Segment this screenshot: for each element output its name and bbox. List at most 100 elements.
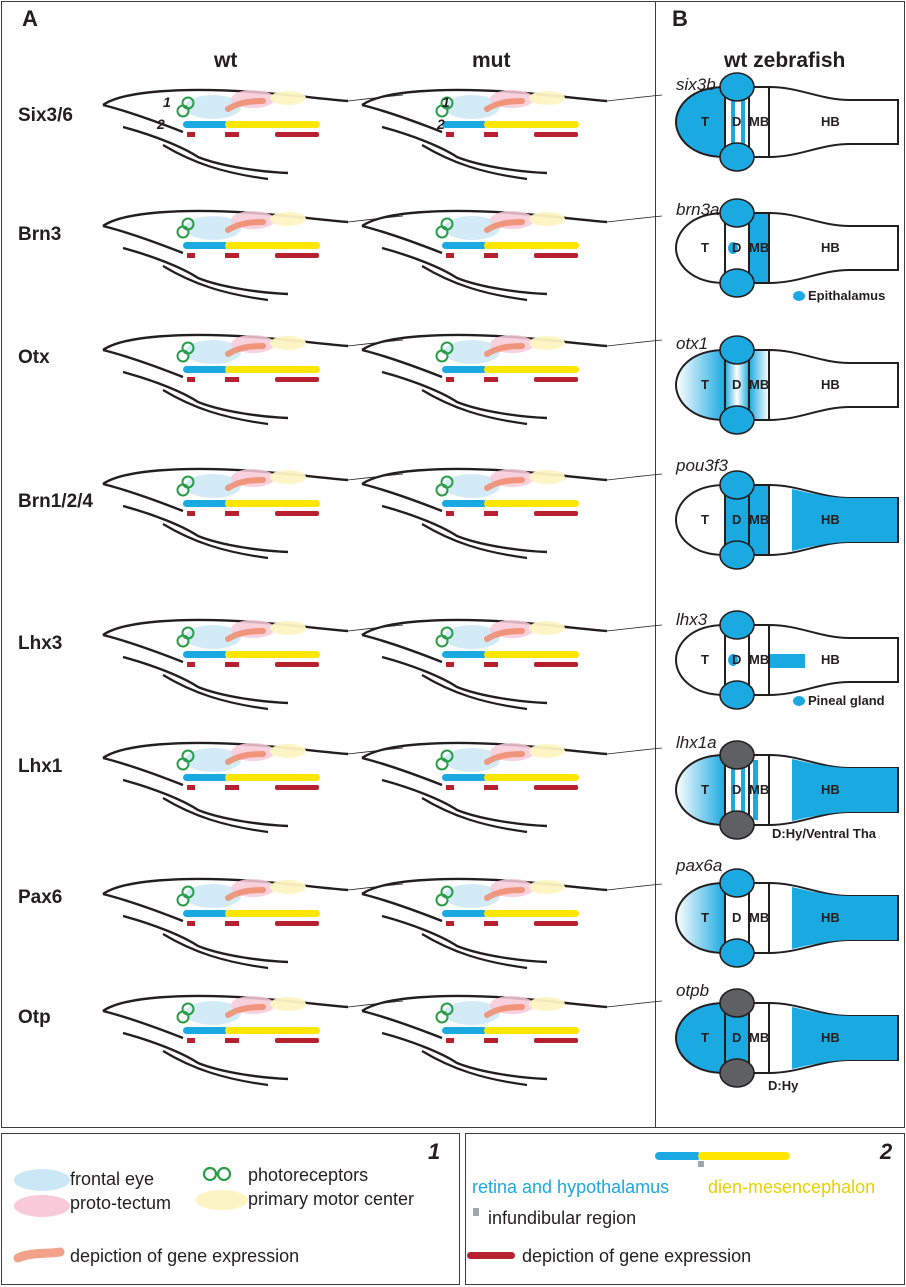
zebrafish-brain-6 (674, 868, 899, 968)
legend-retina-hypothalamus: retina and hypothalamus (472, 1177, 670, 1197)
gene-label-brn3: Brn3 (18, 224, 62, 245)
note-dhy-ventral-tha: D:Hy/Ventral Tha (772, 826, 877, 841)
gene-label-lhx3: Lhx3 (18, 633, 63, 654)
larva-6-1 (361, 877, 663, 970)
larva-5-0 (102, 741, 404, 834)
region-hb-5: HB (821, 782, 840, 797)
larva-1-1 (361, 209, 663, 302)
larva-4-0 (102, 618, 404, 711)
legend-salmon-swatch (13, 1247, 65, 1263)
region-d-1: D (732, 240, 742, 255)
region-d-5: D (732, 782, 742, 797)
legend-frontal-eye-swatch (14, 1169, 70, 1191)
region-hb-3: HB (821, 512, 840, 527)
zebrafish-gene-otpb: otpb (676, 981, 710, 1000)
legend-1-gene-expression: depiction of gene expression (70, 1246, 300, 1266)
region-mb-2: MB (749, 377, 770, 392)
larva-1-0 (102, 209, 404, 302)
pineal-gland-swatch (793, 696, 805, 706)
legend-2-number: 2 (880, 1139, 893, 1164)
gene-label-otp: Otp (18, 1007, 51, 1028)
region-d-0: D (732, 114, 742, 129)
zebrafish-gene-brn3a: brn3a (676, 200, 720, 219)
legend-red-swatch (467, 1252, 515, 1259)
region-hb-2: HB (821, 377, 840, 392)
legend-photoreceptor-swatch-a (202, 1166, 218, 1182)
larva-6-0 (102, 877, 404, 970)
region-d-4: D (732, 652, 742, 667)
larva-4-1 (361, 618, 663, 711)
region-mb-0: MB (749, 114, 770, 129)
marker-2-mut: 2 (437, 116, 445, 132)
zebrafish-gene-six3b: six3b (676, 75, 716, 94)
zebrafish-brain-7 (674, 988, 899, 1088)
legend-1-number: 1 (428, 1139, 441, 1164)
region-t-6: T (701, 910, 709, 925)
gene-label-pax6: Pax6 (18, 887, 63, 908)
gene-label-lhx1: Lhx1 (18, 756, 63, 777)
larva-5-1 (361, 741, 663, 834)
region-t-3: T (701, 512, 709, 527)
zebrafish-brain-2 (674, 335, 899, 435)
zebrafish-gene-pou3f3: pou3f3 (676, 456, 728, 475)
region-mb-5: MB (749, 782, 770, 797)
region-hb-7: HB (821, 1030, 840, 1045)
panel-a-letter: A (22, 6, 38, 31)
legend-proto-tectum-swatch (14, 1195, 70, 1217)
gene-label-six36: Six3/6 (18, 105, 73, 126)
region-mb-1: MB (749, 240, 770, 255)
region-mb-7: MB (749, 1030, 770, 1045)
column-header-wt: wt (214, 49, 238, 72)
legend-photoreceptors: photoreceptors (248, 1165, 369, 1185)
region-hb-0: HB (821, 114, 840, 129)
region-mb-3: MB (749, 512, 770, 527)
larva-0-0 (102, 88, 404, 181)
note-dhy: D:Hy (768, 1078, 799, 1093)
marker-2-wt: 2 (157, 116, 165, 132)
marker-1-mut: 1 (442, 94, 450, 110)
legend-proto-tectum: proto-tectum (70, 1193, 172, 1213)
legend-infundibular-swatch (473, 1208, 479, 1216)
legend-primary-motor-center: primary motor center (248, 1189, 415, 1209)
gene-label-otx: Otx (18, 347, 50, 368)
region-hb-6: HB (821, 910, 840, 925)
gene-label-brn124: Brn1/2/4 (18, 491, 93, 512)
column-header-mut: mut (472, 49, 511, 72)
legend-cyan-bar (655, 1152, 701, 1160)
region-t-5: T (701, 782, 709, 797)
legend-photoreceptor-swatch-b (216, 1166, 232, 1182)
larva-2-0 (102, 333, 404, 426)
region-mb-4: MB (749, 652, 770, 667)
panel-b-letter: B (672, 6, 688, 31)
larva-2-1 (361, 333, 663, 426)
larva-3-1 (361, 467, 663, 560)
zebrafish-gene-otx1: otx1 (676, 334, 709, 353)
region-hb-1: HB (821, 240, 840, 255)
legend-2-gene-expression: depiction of gene expression (522, 1246, 752, 1266)
larva-7-0 (102, 994, 404, 1087)
panel-b-title: wt zebrafish (724, 49, 846, 72)
epithalamus-swatch (793, 291, 805, 301)
region-d-2: D (732, 377, 742, 392)
panel-b-frame (655, 1, 905, 1128)
legend-2-frame (465, 1133, 905, 1285)
larva-3-0 (102, 467, 404, 560)
zebrafish-gene-pax6a: pax6a (676, 856, 723, 875)
region-t-1: T (701, 240, 709, 255)
region-t-7: T (701, 1030, 709, 1045)
legend-motor-center-swatch (196, 1190, 248, 1210)
legend-infundibular-marker (698, 1161, 704, 1167)
zebrafish-brain-5 (674, 740, 899, 840)
larva-7-1 (361, 994, 663, 1087)
marker-1-wt: 1 (163, 94, 171, 110)
legend-yellow-bar (698, 1152, 790, 1160)
region-hb-4: HB (821, 652, 840, 667)
legend-1-frame (1, 1133, 460, 1285)
region-mb-6: MB (749, 910, 770, 925)
note-pineal-gland: Pineal gland (808, 693, 885, 708)
legend-infundibular-region: infundibular region (488, 1208, 637, 1228)
region-t-2: T (701, 377, 709, 392)
zebrafish-brain-0 (674, 72, 899, 172)
zebrafish-brain-3 (674, 470, 899, 570)
